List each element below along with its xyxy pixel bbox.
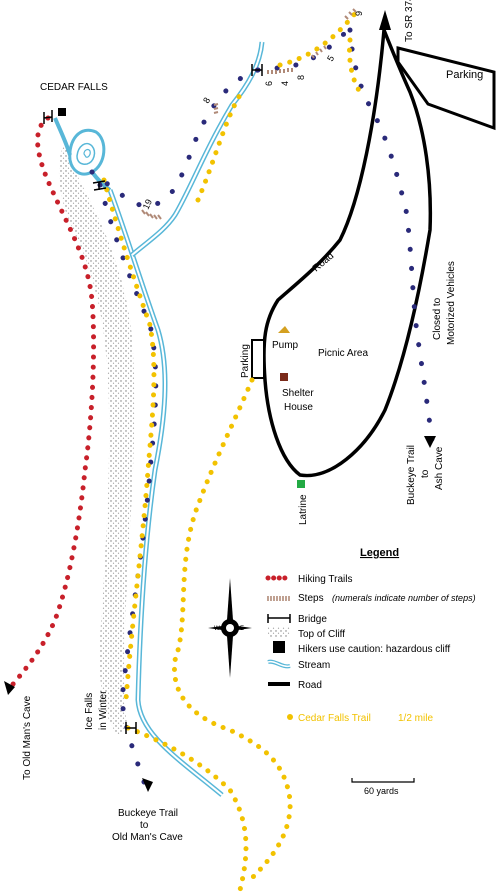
legend-steps-label: Steps [298,593,324,604]
buckeye-ash-label-3: Ash Cave [434,446,445,490]
shelter-label-1: Shelter [282,388,314,399]
buckeye-trail [89,22,435,788]
latrine-icon [297,480,305,488]
picnic-area-label: Picnic Area [318,348,368,359]
latrine-label: Latrine [298,494,309,525]
legend: Legend Hiking Trails Steps (numerals ind… [265,547,476,724]
cedar-falls-label: CEDAR FALLS [40,82,108,93]
scale-label: 60 yards [364,786,399,796]
step-count-19: 19 [141,198,154,211]
buckeye-omc-label-1: Buckeye Trail [118,808,178,819]
pump-label: Pump [272,340,299,351]
hiking-trail-red [5,115,97,693]
step-count-9: 9 [354,11,364,16]
legend-title: Legend [360,547,399,559]
legend-cliff-label: Top of Cliff [298,629,345,640]
step-count-4: 4 [280,81,290,86]
steps [141,8,357,220]
compass-n: N [228,612,232,618]
buckeye-ash-label-2: to [420,469,431,478]
top-of-cliff [58,145,135,735]
legend-hiking-label: Hiking Trails [298,574,352,585]
compass-s: S [228,642,232,648]
parking-lot [396,46,496,131]
ice-falls-label-1: Ice Falls [84,693,95,730]
shelter-label-2: House [284,402,313,413]
parking-label: Parking [446,69,483,81]
compass-w: W [214,626,220,632]
road-label: Road [311,251,336,275]
legend-steps-swatch [267,596,290,601]
buckeye-omc-label-2: to [140,820,149,831]
side-parking [251,339,265,379]
legend-cliff-swatch [268,627,290,637]
legend-hazard-label: Hikers use caution: hazardous cliff [298,644,450,655]
to-old-mans-cave-arrow [4,681,15,695]
buckeye-ash-label-1: Buckeye Trail [406,445,417,505]
legend-bridge-label: Bridge [298,614,327,625]
step-count-8a: 8 [201,96,212,105]
step-count-5: 5 [325,54,336,63]
legend-cedar-swatch [287,714,293,720]
to-sr374-label: To SR 374 [404,0,415,42]
bridges [43,64,263,734]
legend-cedar-label: Cedar Falls Trail [298,713,371,724]
buckeye-omc-label-3: Old Man's Cave [112,832,183,843]
legend-hazard-icon [273,641,285,653]
buckeye-ash-arrow [424,436,436,448]
legend-road-label: Road [298,680,322,691]
side-parking-label: Parking [240,344,251,378]
legend-steps-note: (numerals indicate number of steps) [332,593,476,603]
scale-bar: 60 yards [351,778,415,796]
ice-falls-label-2: in Winter [98,690,109,730]
step-count-8b: 8 [296,75,306,80]
legend-bridge-swatch [267,614,291,623]
step-count-6: 6 [264,81,274,86]
legend-cedar-length: 1/2 mile [398,713,433,724]
road-arrow [379,10,391,30]
stream [53,41,265,797]
buckeye-omc-arrow [142,778,153,792]
closed-label-2: Motorized Vehicles [446,261,457,345]
hazard-marker [58,108,66,116]
compass-e: E [240,626,244,632]
legend-stream-label: Stream [298,660,330,671]
to-old-mans-cave-label: To Old Man's Cave [22,695,33,780]
shelter-house-icon [280,373,288,381]
pump-icon [278,326,290,333]
closed-label-1: Closed to [432,297,443,340]
compass-rose: N S E W [208,578,252,678]
cedar-falls-trail-path [101,5,363,893]
